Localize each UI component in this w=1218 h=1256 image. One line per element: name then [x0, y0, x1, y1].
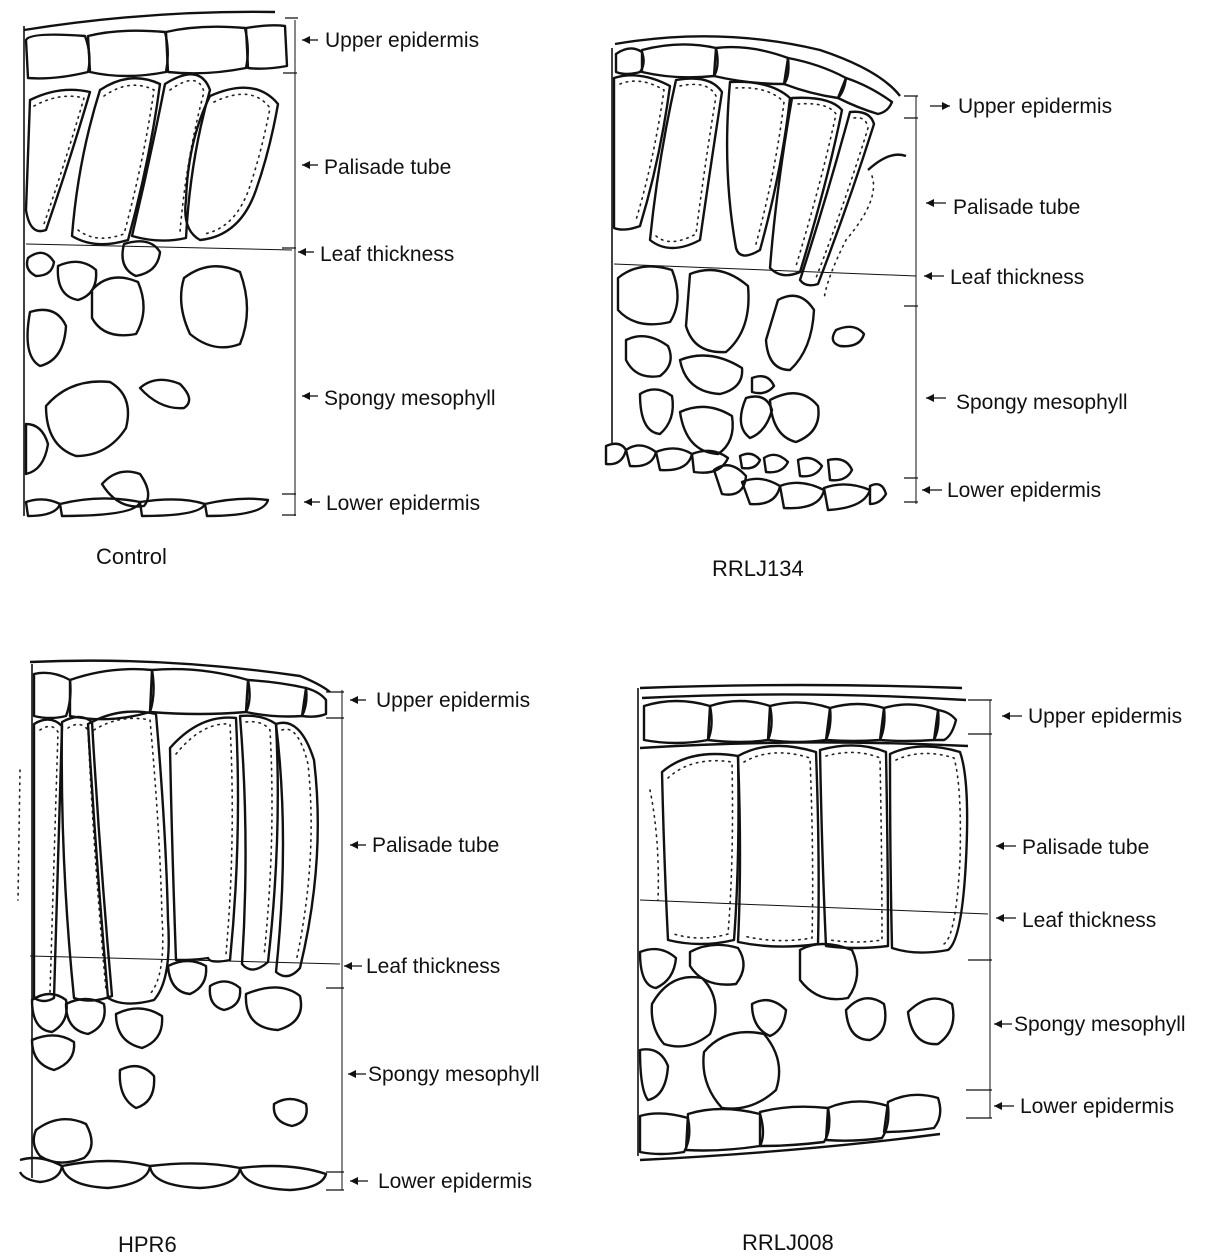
lower-epidermis-cells	[26, 498, 268, 516]
label-lower-epidermis: Lower epidermis	[378, 1170, 532, 1193]
lower-epidermis-cells	[606, 444, 886, 510]
palisade-cells	[650, 745, 967, 952]
caption-hpr6: HPR6	[118, 1232, 177, 1256]
label-spongy-mesophyll: Spongy mesophyll	[956, 391, 1128, 414]
upper-epidermis-cells	[34, 669, 326, 719]
label-arrows	[344, 696, 368, 1185]
measurement-ticks	[966, 700, 992, 1118]
label-leaf-thickness: Leaf thickness	[366, 955, 500, 978]
label-lower-epidermis: Lower epidermis	[947, 479, 1101, 502]
upper-epidermis-cells	[640, 701, 968, 748]
label-leaf-thickness: Leaf thickness	[1022, 909, 1156, 932]
label-palisade-tube: Palisade tube	[372, 834, 499, 857]
label-lower-epidermis: Lower epidermis	[326, 492, 480, 515]
label-palisade-tube: Palisade tube	[953, 196, 1080, 219]
upper-epidermis-cells	[26, 25, 287, 78]
cuticle	[640, 685, 962, 688]
panel-hpr6: Upper epidermis Palisade tube Leaf thick…	[18, 661, 540, 1256]
palisade-cells	[26, 74, 278, 244]
label-spongy-mesophyll: Spongy mesophyll	[324, 387, 496, 410]
caption-rrlj134: RRLJ134	[712, 556, 804, 581]
caption-control: Control	[96, 544, 167, 569]
panel-control: Upper epidermis Palisade tube Leaf thick…	[24, 12, 496, 569]
label-upper-epidermis: Upper epidermis	[1028, 705, 1182, 728]
label-palisade-tube: Palisade tube	[324, 156, 451, 179]
label-arrows	[298, 36, 320, 506]
thickness-line	[614, 264, 916, 276]
label-arrows	[922, 102, 950, 494]
label-upper-epidermis: Upper epidermis	[325, 29, 479, 52]
spongy-mesophyll-cells	[640, 944, 953, 1109]
label-leaf-thickness: Leaf thickness	[320, 243, 454, 266]
spongy-mesophyll-cells	[618, 266, 864, 454]
label-upper-epidermis: Upper epidermis	[376, 689, 530, 712]
spongy-mesophyll-cells	[26, 241, 247, 506]
label-arrows	[994, 712, 1022, 1110]
lower-epidermis-cells	[640, 1095, 940, 1160]
label-spongy-mesophyll: Spongy mesophyll	[368, 1063, 540, 1086]
label-leaf-thickness: Leaf thickness	[950, 266, 1084, 289]
measurement-ticks	[282, 18, 298, 515]
label-lower-epidermis: Lower epidermis	[1020, 1095, 1174, 1118]
label-upper-epidermis: Upper epidermis	[958, 95, 1112, 118]
cuticle	[30, 661, 330, 692]
thickness-line	[640, 900, 988, 914]
caption-rrlj008: RRLJ008	[742, 1230, 834, 1255]
measurement-ticks	[326, 692, 344, 1190]
label-palisade-tube: Palisade tube	[1022, 836, 1149, 859]
panel-rrlj008: Upper epidermis Palisade tube Leaf thick…	[638, 685, 1186, 1255]
panel-rrlj134: Upper epidermis Palisade tube Leaf thick…	[606, 36, 1128, 581]
label-spongy-mesophyll: Spongy mesophyll	[1014, 1013, 1186, 1036]
